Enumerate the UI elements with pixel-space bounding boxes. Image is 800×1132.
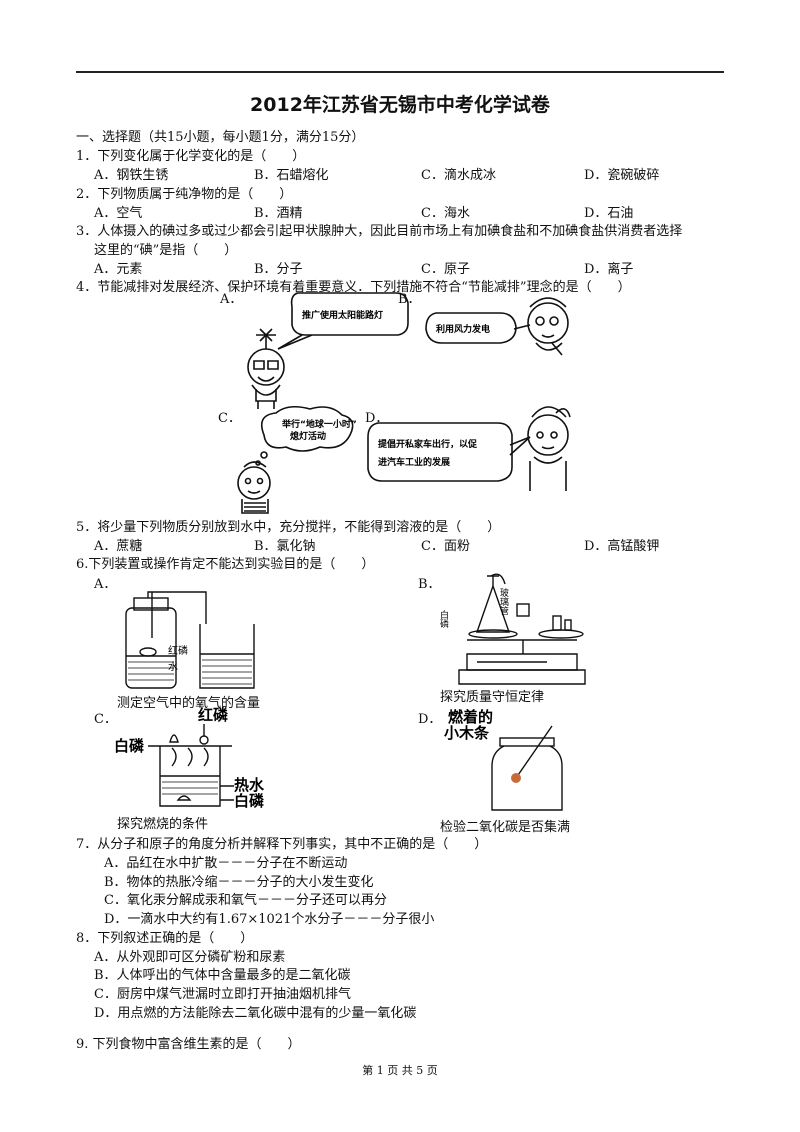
q6a-water-label: 水 <box>168 661 178 673</box>
question-8-stem: 8．下列叙述正确的是（ ） <box>76 931 254 946</box>
question-7-stem: 7．从分子和原子的角度分析并解释下列事实，其中不正确的是（ ） <box>76 837 488 852</box>
question-1-stem: 1．下列变化属于化学变化的是（ ） <box>76 149 306 164</box>
q6-figure-c-combustion: 红磷 白磷 热水 白磷 <box>112 706 292 812</box>
q6-caption-a: 测定空气中的氧气的含量 <box>117 696 261 711</box>
q6-caption-b: 探究质量守恒定律 <box>440 690 545 705</box>
q1-option-d: D．瓷碗破碎 <box>584 168 660 183</box>
q3-option-a: A．元素 <box>94 262 143 277</box>
q6c-white-phosphorus-top-label: 白磷 <box>114 737 145 755</box>
q4-bubble-c-text-2: 熄灯活动 <box>290 430 326 442</box>
q6d-stick-label: 小木条 <box>444 724 490 742</box>
question-2-stem: 2．下列物质属于纯净物的是（ ） <box>76 187 293 202</box>
q4-label-a: A． <box>220 292 243 307</box>
question-3-stem-line2: 这里的“碘”是指（ ） <box>94 243 238 258</box>
q1-option-c: C．滴水成冰 <box>421 168 496 183</box>
q6-figure-b-balance: 玻璃管 白磷 <box>437 570 587 690</box>
q8-option-d: D．用点燃的方法能除去二氧化碳中混有的少量一氧化碳 <box>94 1006 417 1021</box>
q1-option-a: A．钢铁生锈 <box>94 168 169 183</box>
q4-bubble-c-text-1: 举行“地球一小时” <box>281 418 357 430</box>
q3-option-b: B．分子 <box>254 262 303 277</box>
q4-bubble-a-text: 推广使用太阳能路灯 <box>302 309 383 321</box>
q8-option-c: C．厨房中煤气泄漏时立即打开抽油烟机排气 <box>94 987 351 1002</box>
q2-option-d: D．石油 <box>584 206 634 221</box>
q4-label-c: C． <box>218 411 241 426</box>
q6-figure-a-apparatus: 红磷 水 <box>112 588 262 692</box>
q8-option-b: B．人体呼出的气体中含量最多的是二氧化碳 <box>94 968 351 983</box>
q6-caption-c: 探究燃烧的条件 <box>117 817 209 832</box>
q6c-red-phosphorus-label: 红磷 <box>198 706 229 724</box>
question-5-stem: 5．将少量下列物质分别放到水中，充分搅拌，不能得到溶液的是（ ） <box>76 520 501 535</box>
q5-option-b: B．氯化钠 <box>254 539 316 554</box>
q4-bubble-d-text-1: 提倡开私家车出行，以促 <box>378 438 478 450</box>
q6-label-d: D． <box>418 712 442 727</box>
q6b-glass-tube-label: 玻璃管 <box>498 587 509 615</box>
q6d-burning-label: 燃着的 <box>448 708 493 726</box>
q4-bubble-d-text-2: 进汽车工业的发展 <box>378 456 450 468</box>
q6a-red-phosphorus-label: 红磷 <box>168 644 188 657</box>
q4-cartoon-figure: 推广使用太阳能路灯 利用风力发电 举行“地球一小时” 熄灯活动 提倡开私家车出行… <box>230 285 590 515</box>
q6-caption-d: 检验二氧化碳是否集满 <box>440 820 571 835</box>
question-9-stem: 9. 下列食物中富含维生素的是（ ） <box>76 1037 301 1052</box>
q6-figure-d-jar: 燃着的 小木条 <box>440 706 590 814</box>
q2-option-a: A．空气 <box>94 206 143 221</box>
section-heading: 一、选择题（共15小题，每小题1分，满分15分） <box>76 130 365 145</box>
q6c-white-phosphorus-bottom-label: 白磷 <box>234 792 265 810</box>
q6-label-c: C． <box>94 712 117 727</box>
q3-option-d: D．离子 <box>584 262 634 277</box>
q7-option-b: B．物体的热胀冷缩－－－分子的大小发生变化 <box>104 875 374 890</box>
q4-bubble-b-text: 利用风力发电 <box>435 323 490 335</box>
q1-option-b: B．石蜡熔化 <box>254 168 329 183</box>
question-6-stem: 6.下列装置或操作肯定不能达到实验目的是（ ） <box>76 557 375 572</box>
header-rule <box>76 71 724 73</box>
q6-label-a: A． <box>94 577 117 592</box>
q7-option-c: C．氧化汞分解成汞和氧气－－－分子还可以再分 <box>104 893 387 908</box>
q7-option-a: A．品红在水中扩散－－－分子在不断运动 <box>104 856 348 871</box>
question-3-stem-line1: 3．人体摄入的碘过多或过少都会引起甲状腺肿大，因此目前市场上有加碘食盐和不加碘食… <box>76 224 683 239</box>
page-title: 2012年江苏省无锡市中考化学试卷 <box>250 94 550 116</box>
q5-option-d: D．高锰酸钾 <box>584 539 660 554</box>
q8-option-a: A．从外观即可区分磷矿粉和尿素 <box>94 950 286 965</box>
q3-option-c: C．原子 <box>421 262 470 277</box>
question-4-stem: 4．节能减排对发展经济、保护环境有着重要意义．下列措施不符合“节能减排”理念的是… <box>76 280 631 295</box>
q7-option-d: D．一滴水中大约有1.67×1021个水分子－－－分子很小 <box>104 912 435 927</box>
q2-option-c: C．海水 <box>421 206 470 221</box>
q6-label-b: B． <box>418 577 441 592</box>
q6b-white-phosphorus-label: 白磷 <box>438 609 449 629</box>
q5-option-a: A．蔗糖 <box>94 539 143 554</box>
q5-option-c: C．面粉 <box>421 539 470 554</box>
page-footer: 第 1 页 共 5 页 <box>362 1064 438 1077</box>
q6c-hot-water-label: 热水 <box>234 776 265 794</box>
q2-option-b: B．酒精 <box>254 206 303 221</box>
